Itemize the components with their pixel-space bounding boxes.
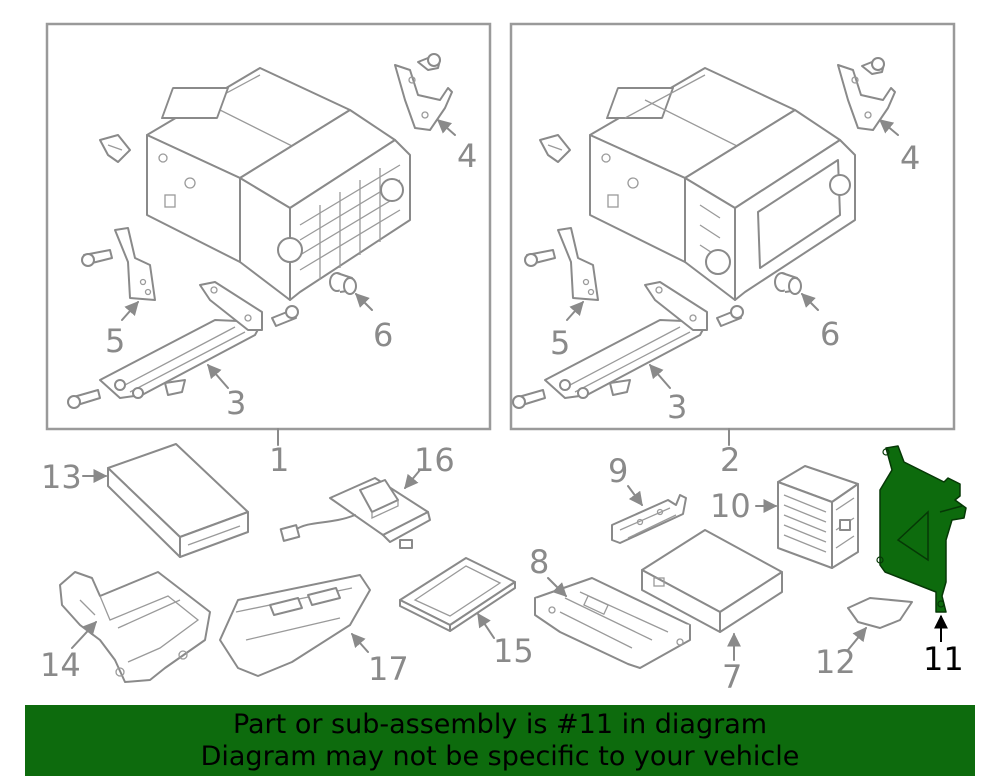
part-7-module [641,529,783,661]
callout-10: 10 [710,487,751,525]
part-15-card [399,557,516,639]
callout-11: 11 [923,640,964,678]
bracket-4-right [837,57,899,136]
callout-6-right: 6 [820,315,840,353]
callout-1: 1 [269,441,289,479]
callout-5-right: 5 [550,324,570,362]
clip-2 [539,134,571,163]
part-16-antenna [279,469,431,549]
callout-3-right: 3 [667,388,687,426]
part-13-module [82,443,249,558]
part-14-holder [59,571,211,683]
callout-14: 14 [40,646,81,684]
bracket-4-left [394,53,456,136]
callout-6-left: 6 [373,316,393,354]
clip-1 [99,134,131,163]
rail-3-right [512,281,744,409]
callout-5-left: 5 [105,322,125,360]
assembly-2-box [509,22,956,446]
part-9-bracket [611,485,687,544]
callout-4-right: 4 [900,139,920,177]
assembly-1-box [45,22,492,446]
callout-8: 8 [529,543,549,581]
part-10-amplifier [755,465,859,569]
info-banner: Part or sub-assembly is #11 in diagram D… [25,705,975,776]
radio-unit-1 [146,67,411,301]
banner-line-1: Part or sub-assembly is #11 in diagram [232,709,768,740]
callout-13: 13 [41,458,82,496]
knob-6-right [774,272,819,311]
part-12-pad [847,597,913,651]
part-17-bezel [219,574,371,677]
bracket-5-right [524,227,599,321]
callout-17: 17 [368,650,409,688]
rail-3-left [67,281,299,409]
callout-7: 7 [722,658,742,696]
callout-15: 15 [493,632,534,670]
callout-12: 12 [815,643,856,681]
part-8-tray [534,577,691,669]
banner-line-2: Diagram may not be specific to your vehi… [200,741,800,772]
callout-4-left: 4 [457,137,477,175]
knob-6-left [329,272,373,311]
callout-9: 9 [608,452,628,490]
callout-3-left: 3 [226,384,246,422]
part-11-bracket-highlighted [876,445,967,642]
callout-2: 2 [720,441,740,479]
bracket-5-left [81,227,156,321]
radio-unit-2 [589,67,856,301]
callout-labels: 1 2 3 4 5 6 3 4 5 6 7 8 9 10 11 12 13 14… [40,137,964,696]
callout-16: 16 [414,441,455,479]
